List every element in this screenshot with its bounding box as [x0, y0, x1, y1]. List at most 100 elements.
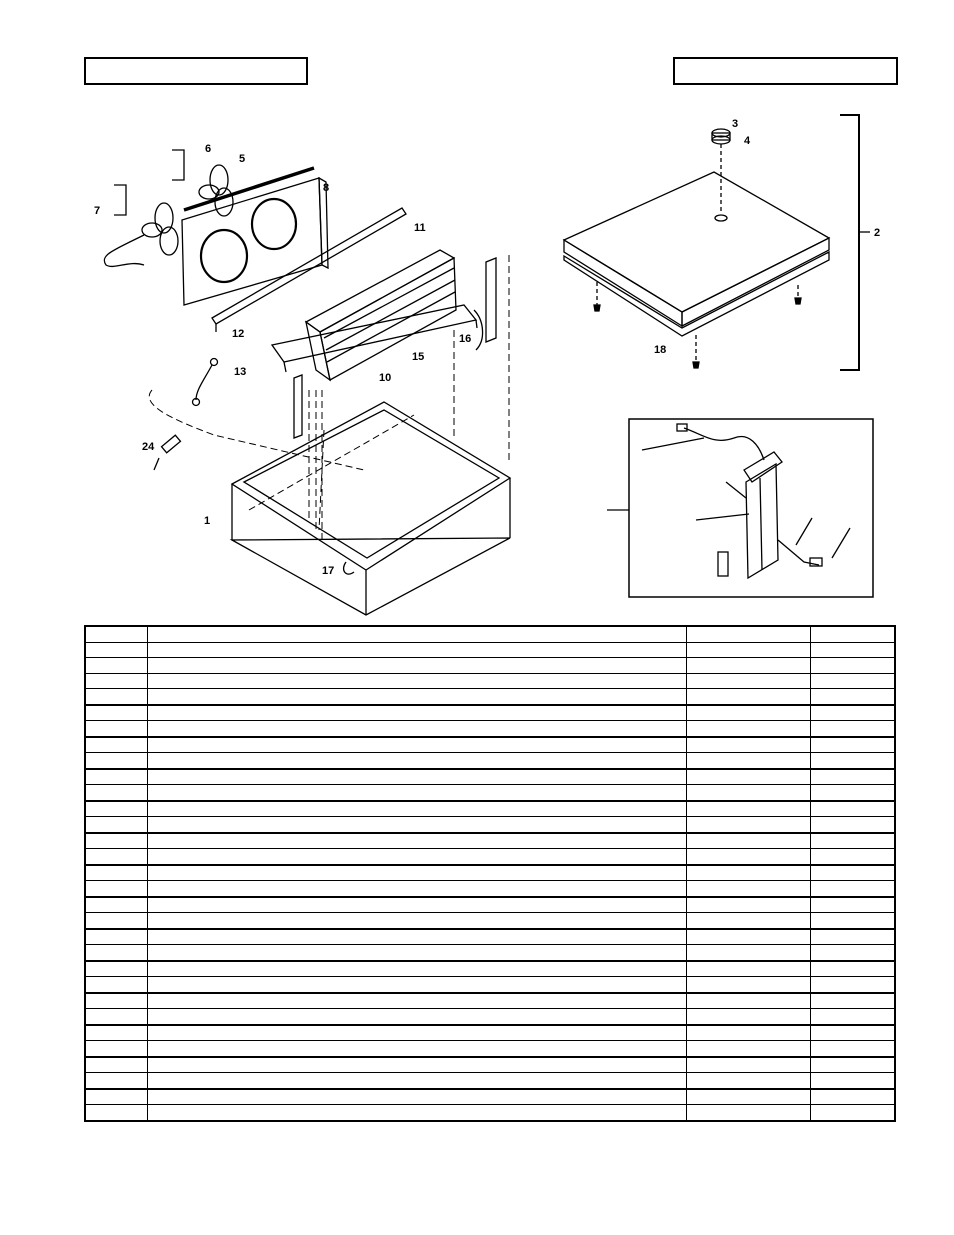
table-cell	[146, 848, 687, 866]
table-cell	[809, 784, 896, 802]
fan-panel	[181, 166, 329, 306]
table-cell	[809, 1088, 896, 1105]
drain-pan	[270, 304, 478, 373]
callout-10: 10	[379, 372, 391, 384]
callout-5: 5	[239, 153, 245, 165]
table-cell	[146, 992, 687, 1009]
table-cell	[84, 832, 148, 849]
table-row	[84, 960, 896, 977]
side-bracket	[485, 257, 497, 343]
table-row	[84, 848, 896, 866]
table-cell	[146, 673, 687, 689]
table-row	[84, 992, 896, 1009]
table-row	[84, 673, 896, 689]
table-cell	[809, 720, 896, 738]
table-cell	[685, 1056, 811, 1073]
table-cell	[685, 657, 811, 674]
table-cell	[809, 944, 896, 962]
table-row	[84, 800, 896, 817]
table-cell	[84, 944, 148, 962]
table-cell	[146, 720, 687, 738]
table-cell	[809, 800, 896, 817]
table-cell	[146, 1024, 687, 1041]
table-cell	[809, 896, 896, 913]
table-cell	[685, 752, 811, 770]
callout-labels: 6 5 7 8 11 12 13 10 15 16 24 1 17 3 4 2 …	[94, 118, 880, 577]
table-cell	[809, 848, 896, 866]
table-cell	[84, 626, 148, 643]
callout-4: 4	[744, 135, 751, 147]
table-cell	[146, 912, 687, 930]
table-cell	[146, 688, 687, 706]
callout-18: 18	[654, 344, 666, 356]
table-cell	[685, 992, 811, 1009]
table-cell	[146, 736, 687, 753]
table-cell	[685, 896, 811, 913]
diagram-svg: 6 5 7 8 11 12 13 10 15 16 24 1 17 3 4 2 …	[94, 114, 880, 616]
table-cell	[146, 816, 687, 834]
fan-motor-assemblies	[103, 149, 234, 268]
table-cell	[146, 944, 687, 962]
table-cell	[809, 864, 896, 881]
table-cell	[809, 752, 896, 770]
callout-16: 16	[459, 333, 471, 345]
table-row	[84, 642, 896, 658]
table-cell	[685, 816, 811, 834]
table-cell	[84, 816, 148, 834]
table-cell	[685, 848, 811, 866]
header-box-right	[673, 57, 898, 85]
table-cell	[685, 912, 811, 930]
table-cell	[809, 816, 896, 834]
callout-12: 12	[232, 328, 244, 340]
table-cell	[146, 976, 687, 994]
brace-rail	[211, 207, 407, 332]
table-cell	[685, 784, 811, 802]
table-row	[84, 1040, 896, 1058]
table-cell	[84, 848, 148, 866]
table-row	[84, 1024, 896, 1041]
table-cell	[685, 704, 811, 721]
table-cell	[84, 800, 148, 817]
table-cell	[809, 928, 896, 945]
table-cell	[809, 1040, 896, 1058]
parts-table-body	[84, 626, 896, 1121]
table-cell	[809, 832, 896, 849]
table-row	[84, 1072, 896, 1090]
table-cell	[809, 1008, 896, 1026]
projection-lines	[148, 255, 510, 540]
table-row	[84, 720, 896, 738]
table-cell	[146, 1008, 687, 1026]
table-cell	[685, 626, 811, 643]
exploded-parts-diagram: 6 5 7 8 11 12 13 10 15 16 24 1 17 3 4 2 …	[84, 100, 896, 625]
table-cell	[685, 960, 811, 977]
table-cell	[146, 642, 687, 658]
table-cell	[84, 688, 148, 706]
table-cell	[84, 928, 148, 945]
table-cell	[809, 1104, 896, 1121]
table-cell	[84, 896, 148, 913]
table-cell	[685, 880, 811, 898]
table-cell	[685, 928, 811, 945]
table-cell	[685, 976, 811, 994]
table-cell	[84, 960, 148, 977]
table-cell	[84, 1104, 148, 1121]
parts-table	[84, 625, 896, 1122]
table-cell	[146, 832, 687, 849]
table-row	[84, 976, 896, 994]
table-cell	[809, 1024, 896, 1041]
table-cell	[146, 768, 687, 785]
table-cell	[685, 1088, 811, 1105]
table-cell	[84, 1056, 148, 1073]
table-row	[84, 657, 896, 674]
table-cell	[809, 912, 896, 930]
table-cell	[809, 626, 896, 643]
table-cell	[84, 768, 148, 785]
table-row	[84, 688, 896, 706]
table-cell	[809, 960, 896, 977]
table-cell	[146, 1088, 687, 1105]
table-cell	[84, 864, 148, 881]
callout-2: 2	[874, 227, 880, 239]
table-cell	[84, 1088, 148, 1105]
table-cell	[685, 1024, 811, 1041]
table-row	[84, 768, 896, 785]
